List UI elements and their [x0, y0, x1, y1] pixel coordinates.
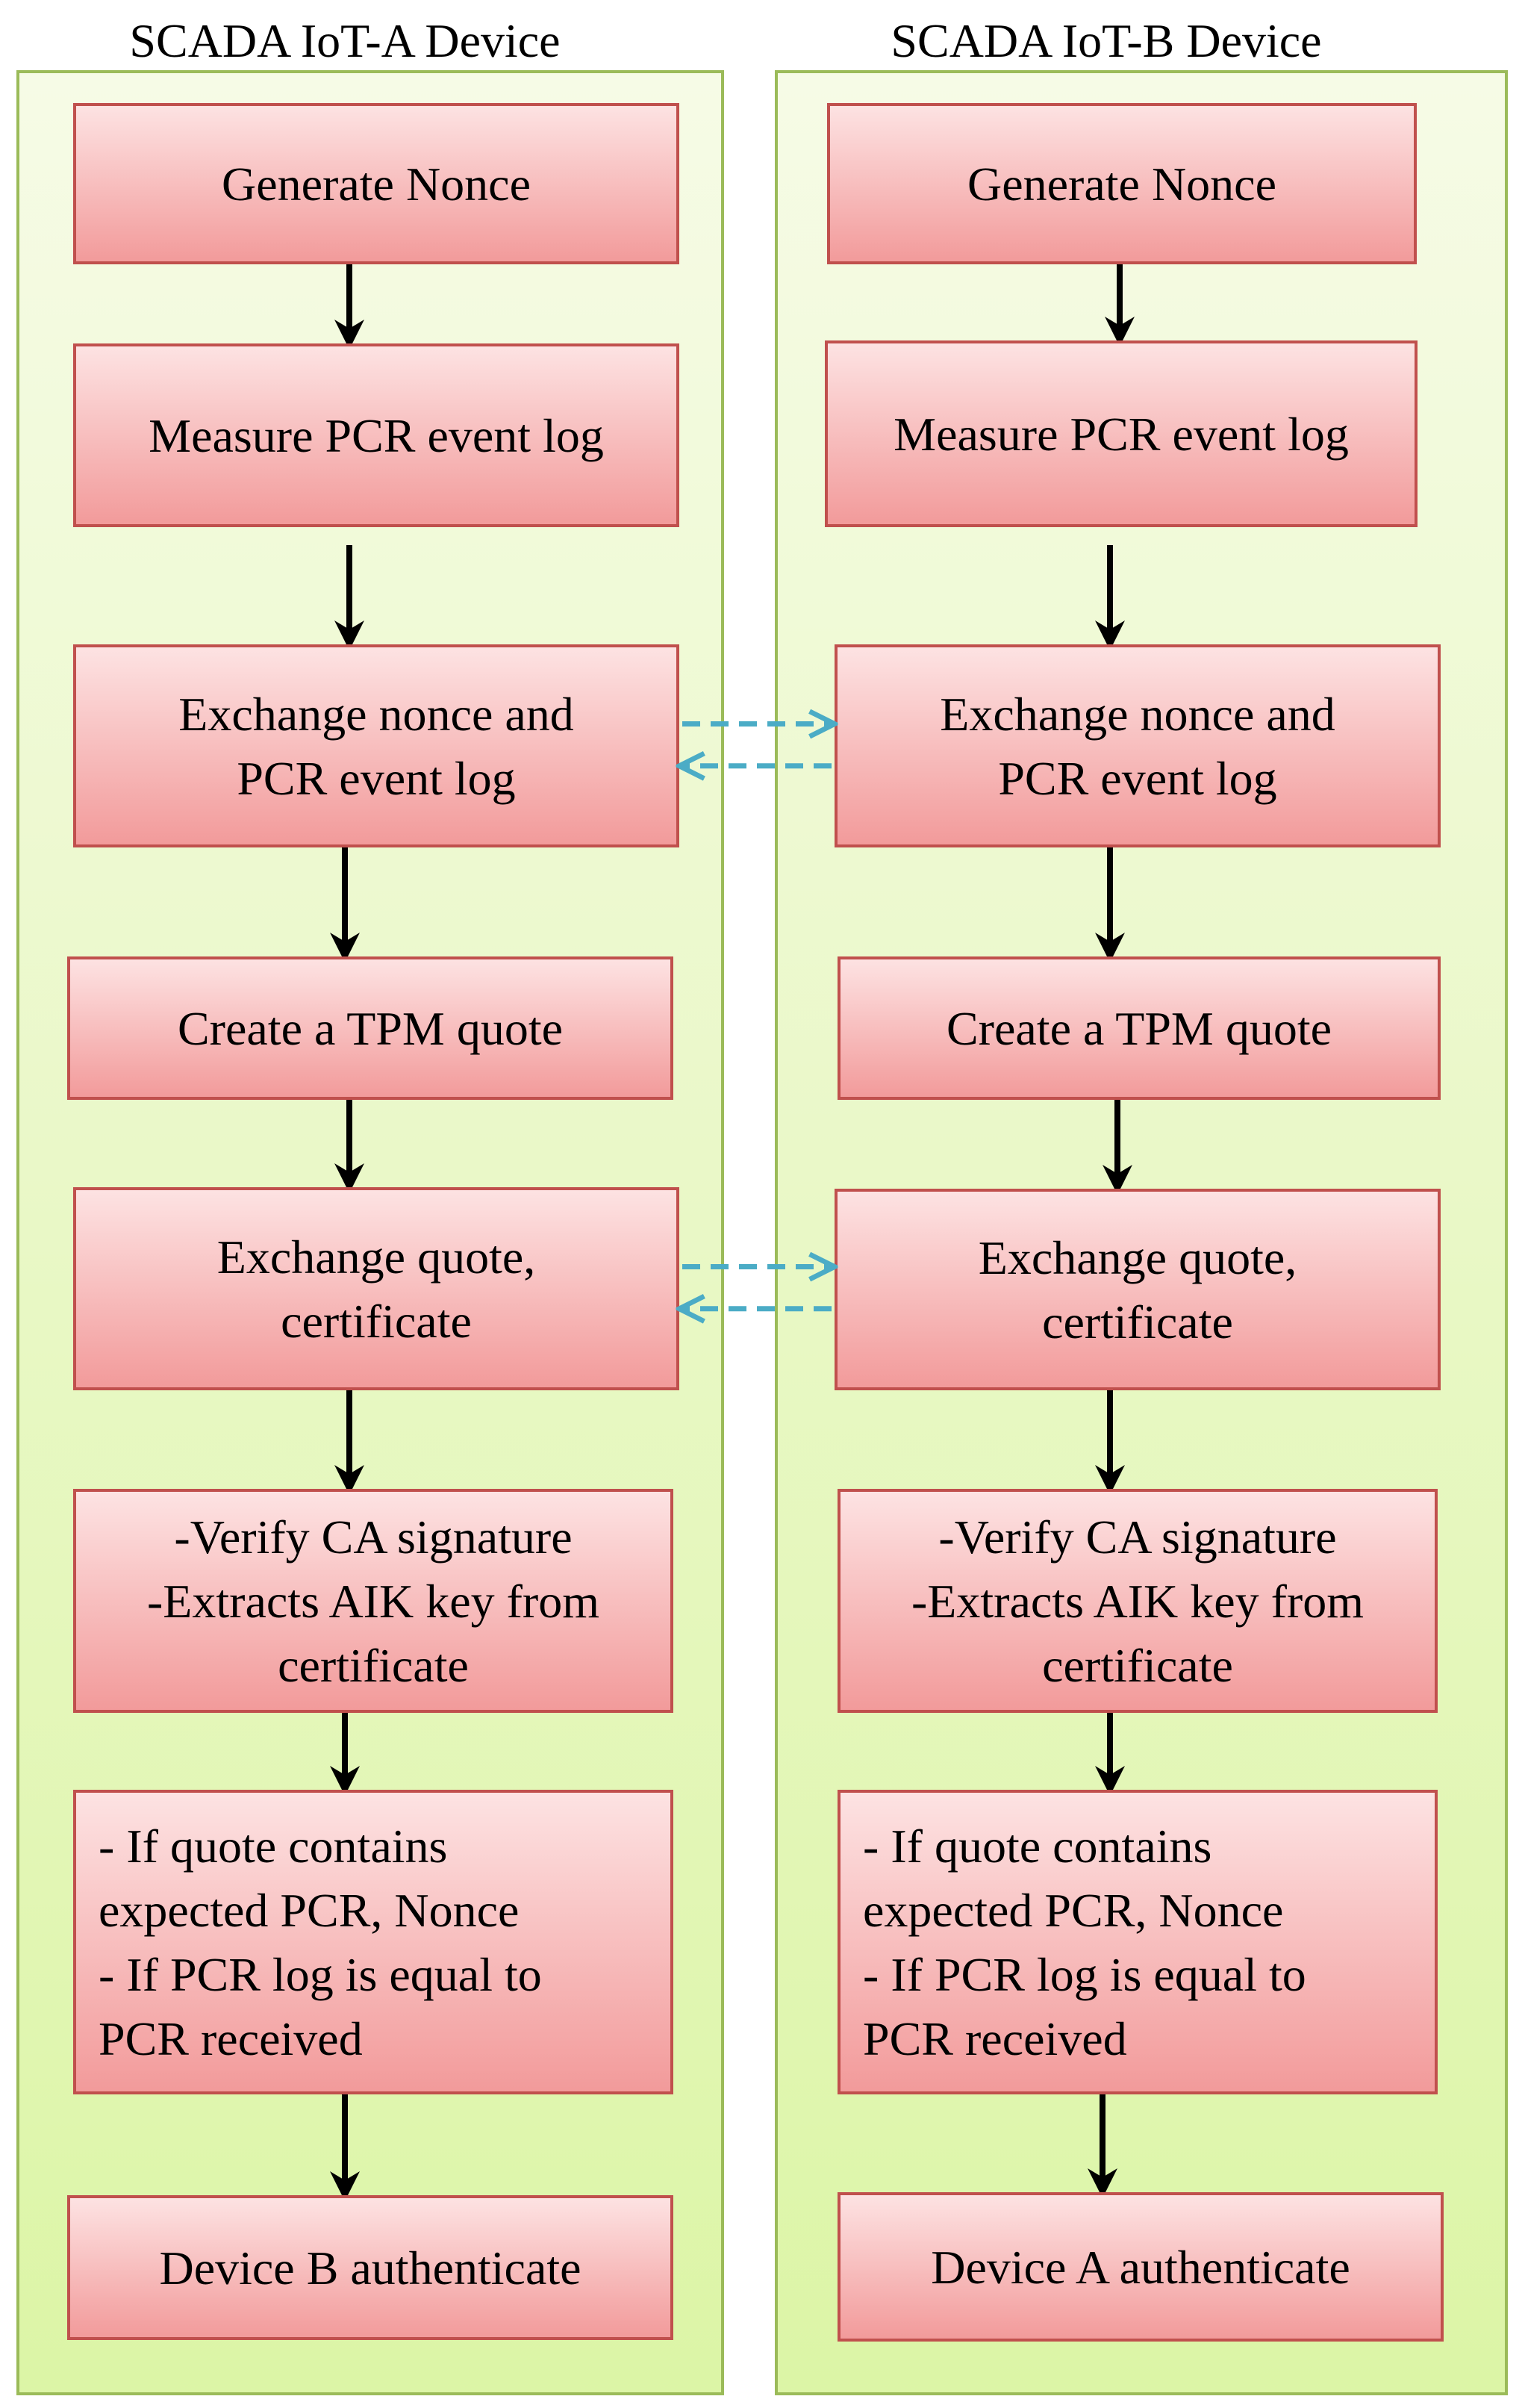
step-text-line: certificate: [1042, 1639, 1233, 1692]
step-text-line: Measure PCR event log: [149, 409, 604, 462]
step-text-line: Exchange nonce and: [940, 688, 1335, 741]
step-box-shape: [73, 1790, 673, 2094]
step-text-line: PCR received: [99, 2012, 363, 2065]
step-box: Device B authenticate: [67, 2195, 673, 2340]
step-text-line: -Verify CA signature: [174, 1511, 572, 1564]
step-box-shape: [73, 644, 679, 847]
step-text-line: certificate: [278, 1639, 469, 1692]
step-box-shape: [67, 2195, 673, 2340]
step-box: Exchange quote, certificate: [73, 1187, 679, 1390]
step-box-shape: [838, 956, 1441, 1100]
step-text-line: Measure PCR event log: [894, 408, 1349, 461]
step-box: Exchange quote, certificate: [835, 1189, 1441, 1390]
step-box: - If quote contains expected PCR, Nonce - …: [73, 1790, 673, 2094]
step-text-line: Exchange quote,: [979, 1231, 1297, 1284]
step-text-line: expected PCR, Nonce: [863, 1884, 1283, 1937]
step-box-shape: [73, 1187, 679, 1390]
step-text-line: Device B authenticate: [159, 2241, 581, 2295]
step-text-line: Exchange quote,: [217, 1231, 536, 1284]
step-box-shape: [73, 1489, 673, 1713]
step-text-line: certificate: [281, 1295, 472, 1348]
step-text-line: - If PCR log is equal to: [99, 1948, 542, 2001]
step-box-shape: [835, 644, 1441, 847]
step-text-line: expected PCR, Nonce: [99, 1884, 519, 1937]
step-box-shape: [73, 103, 679, 264]
step-text-line: -Extracts AIK key from: [911, 1575, 1364, 1628]
step-text-line: Device A authenticate: [931, 2241, 1350, 2294]
step-box-shape: [825, 340, 1418, 527]
step-box-shape: [838, 1489, 1438, 1713]
step-text-line: PCR received: [863, 2012, 1127, 2065]
lane-title: SCADA IoT-A Device: [129, 14, 560, 67]
step-text-line: - If quote contains: [99, 1820, 447, 1873]
step-text-line: PCR event log: [998, 752, 1276, 805]
step-text-line: Exchange nonce and: [178, 688, 574, 741]
step-box: Device A authenticate: [838, 2192, 1444, 2342]
step-box: -Verify CA signature -Extracts AIK key fr…: [73, 1489, 673, 1713]
step-text-line: -Verify CA signature: [938, 1511, 1336, 1564]
step-box-shape: [835, 1189, 1441, 1390]
step-text-line: - If PCR log is equal to: [863, 1948, 1306, 2001]
step-box: Generate Nonce: [827, 103, 1417, 264]
step-box: Create a TPM quote: [67, 956, 673, 1100]
step-box: - If quote contains expected PCR, Nonce - …: [838, 1790, 1438, 2094]
step-text-line: Generate Nonce: [967, 158, 1276, 211]
step-text-line: - If quote contains: [863, 1820, 1211, 1873]
step-text-line: -Extracts AIK key from: [147, 1575, 599, 1628]
step-text-line: PCR event log: [237, 752, 515, 805]
step-box: Create a TPM quote: [838, 956, 1441, 1100]
step-box-shape: [827, 103, 1417, 264]
lane-title: SCADA IoT-B Device: [891, 14, 1321, 67]
step-text-line: Generate Nonce: [222, 158, 531, 211]
step-box: Generate Nonce: [73, 103, 679, 264]
step-text-line: Create a TPM quote: [178, 1002, 563, 1055]
step-box-shape: [838, 1790, 1438, 2094]
step-box: Measure PCR event log: [825, 340, 1418, 527]
step-text-line: Create a TPM quote: [947, 1002, 1332, 1055]
step-box-shape: [67, 956, 673, 1100]
step-box: Measure PCR event log: [73, 343, 679, 527]
step-box-shape: [838, 2192, 1444, 2342]
step-text-line: certificate: [1042, 1295, 1233, 1348]
step-box-shape: [73, 343, 679, 527]
step-box: -Verify CA signature -Extracts AIK key fr…: [838, 1489, 1438, 1713]
